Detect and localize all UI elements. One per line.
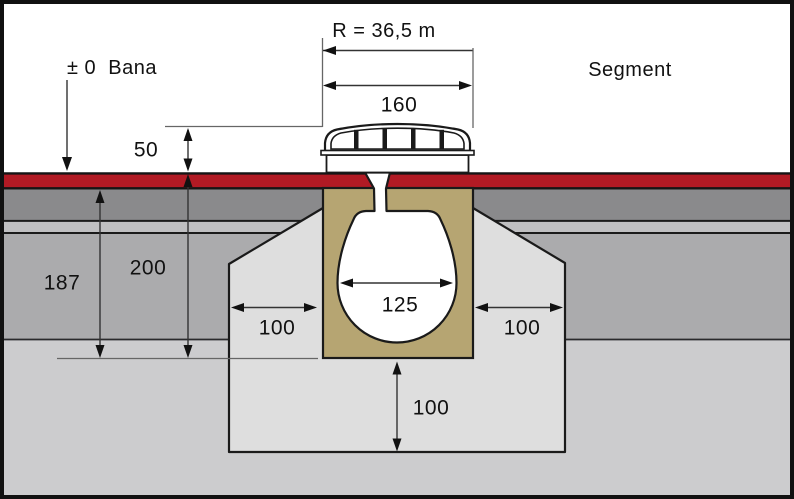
arrowhead-160-left (323, 81, 336, 90)
arrowhead-200-up (183, 174, 193, 187)
arrowhead-datum-down (62, 157, 72, 171)
grate-divider (439, 129, 444, 149)
arrowhead-160-right (459, 81, 472, 90)
arrowhead-100B-up (392, 361, 402, 375)
dim-label-160: 160 (380, 93, 418, 117)
arrowhead-200-down (183, 345, 193, 358)
dim-label-125: 125 (381, 293, 419, 317)
segment-label: Segment (588, 59, 672, 81)
grate-assembly (320, 122, 475, 174)
extension-lines (57, 38, 474, 360)
grate-divider (354, 129, 359, 149)
frame-plate (320, 149, 475, 156)
dim-label-100-bottom: 100 (412, 396, 450, 420)
arrowheads (62, 46, 563, 452)
arrowhead-50-up (183, 128, 193, 141)
dim-label-200: 200 (129, 256, 167, 280)
grate-divider (382, 128, 387, 149)
grate-openings (330, 127, 465, 150)
datum-label: ± 0 Bana (67, 57, 157, 79)
arrowhead-100B-down (392, 438, 402, 452)
dim-label-50: 50 (133, 138, 159, 162)
arrowhead-50-down (183, 158, 193, 172)
arrowhead-100R-right (550, 303, 563, 312)
dim-label-187: 187 (43, 271, 81, 295)
arrowhead-100L-left (231, 303, 244, 312)
cross-section-drawing (4, 38, 790, 495)
red-surface-layer (4, 174, 790, 189)
drain-channel-cavity (336, 171, 458, 344)
arrowhead-187-up (95, 190, 105, 203)
radius-label: R = 36,5 m (332, 20, 436, 42)
arrowhead-100R-left (475, 303, 488, 312)
arrowhead-100L-right (304, 303, 317, 312)
dim-label-100-right: 100 (503, 316, 541, 340)
dim-label-100-left: 100 (258, 316, 296, 340)
arrowhead-125-left (340, 278, 353, 288)
arrowhead-125-right (440, 278, 453, 288)
frame-riser (325, 154, 470, 174)
arrowhead-radius (323, 46, 336, 55)
arrowhead-187-down (95, 345, 105, 358)
dimension-lines (66, 49, 552, 440)
grate-divider (411, 128, 416, 149)
